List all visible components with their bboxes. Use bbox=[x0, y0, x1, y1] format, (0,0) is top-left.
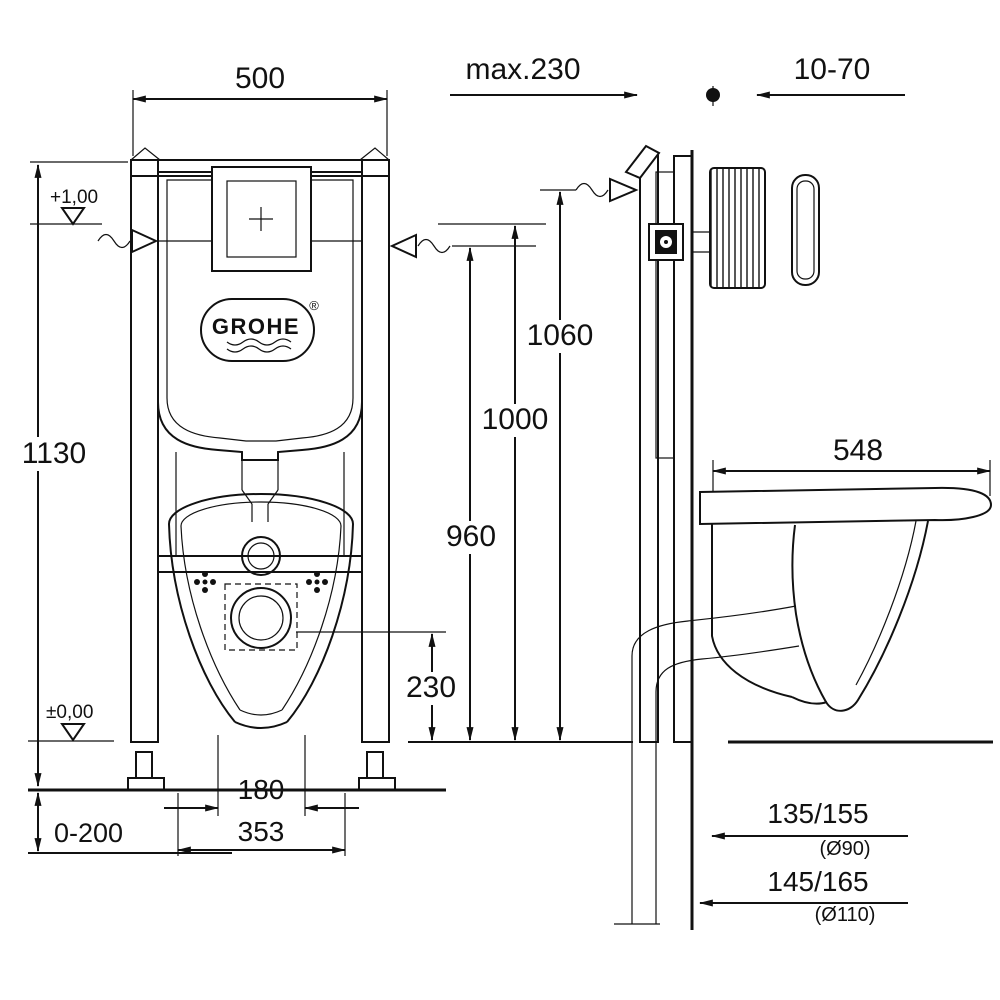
actuator-block bbox=[709, 167, 766, 289]
front-view-cistern bbox=[157, 166, 363, 573]
dim-135-155-label: 135/155 bbox=[767, 798, 868, 829]
level-plus-label: +1,00 bbox=[50, 187, 98, 208]
flush-plate bbox=[791, 174, 820, 286]
dim-max230-label: max.230 bbox=[465, 53, 580, 86]
dim-500-label: 500 bbox=[235, 62, 285, 95]
dim-145-165-label: 145/165 bbox=[767, 866, 868, 897]
dim-353-label: 353 bbox=[238, 816, 285, 847]
front-view-bowl bbox=[168, 493, 354, 729]
dim-180-label: 180 bbox=[238, 774, 285, 805]
toilet-side bbox=[614, 486, 993, 925]
dim-1000-label: 1000 bbox=[482, 403, 549, 436]
side-view bbox=[614, 86, 993, 930]
level-marks bbox=[28, 177, 639, 742]
dim-1060-label: 1060 bbox=[527, 319, 594, 352]
dim-548-label: 548 bbox=[833, 434, 883, 467]
level-zero-label: ±0,00 bbox=[46, 702, 93, 723]
dim-960-label: 960 bbox=[446, 520, 496, 553]
dim-10-70-label: 10-70 bbox=[794, 53, 871, 86]
supply-squiggle-left-icon bbox=[97, 233, 131, 249]
inspection-box-icon bbox=[648, 223, 684, 261]
text-backgrounds bbox=[22, 320, 593, 705]
level-triangle-top-icon bbox=[60, 207, 86, 226]
dimension-lines bbox=[30, 90, 992, 907]
grohe-logo-text: GROHE bbox=[212, 314, 300, 339]
wall-reference-dot bbox=[706, 88, 720, 102]
supply-squiggle-side-icon bbox=[575, 182, 609, 198]
fixing-bolt-right-icon bbox=[306, 571, 328, 593]
grohe-logo bbox=[200, 298, 315, 362]
supply-squiggle-right-icon bbox=[389, 233, 417, 259]
dia-90-label: (Ø90) bbox=[819, 838, 870, 860]
dia-110-label: (Ø110) bbox=[815, 904, 876, 926]
dim-1130-label: 1130 bbox=[22, 437, 87, 470]
fixing-bolt-left-icon bbox=[194, 571, 216, 593]
level-triangle-floor-icon bbox=[60, 723, 86, 742]
dim-230-label: 230 bbox=[406, 671, 456, 704]
wall-bracket bbox=[624, 144, 661, 180]
dim-0-200-label: 0-200 bbox=[54, 818, 123, 848]
registered-mark: ® bbox=[309, 298, 319, 313]
